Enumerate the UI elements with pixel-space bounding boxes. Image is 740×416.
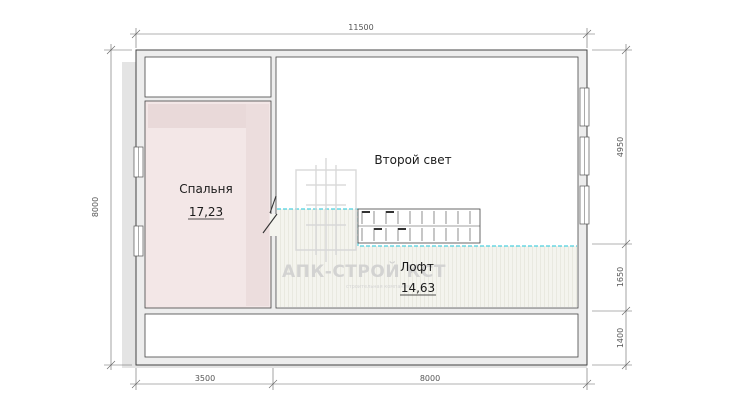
dim-right-top: 4950 bbox=[616, 137, 625, 157]
dim-top-total: 11500 bbox=[348, 23, 373, 32]
staircase bbox=[357, 208, 481, 244]
watermark: АПК-СТРОЙ КСТ строительная компания bbox=[282, 158, 446, 290]
stair-dash bbox=[386, 211, 394, 213]
dim-bottom-right: 8000 bbox=[420, 374, 440, 383]
watermark-brand: АПК-СТРОЙ КСТ bbox=[282, 260, 446, 282]
second-light-name: Второй свет bbox=[374, 153, 451, 167]
watermark-logo bbox=[295, 158, 357, 262]
stair-dash bbox=[374, 228, 382, 230]
dimension-lines bbox=[104, 28, 632, 390]
bottom-corridor bbox=[144, 313, 579, 358]
bedroom-door-gap bbox=[270, 214, 277, 236]
dim-right-mid: 1650 bbox=[616, 267, 625, 287]
bedroom-door-leaf bbox=[262, 213, 278, 234]
bedroom-door-leaf-2 bbox=[269, 195, 277, 214]
stair-dash bbox=[362, 211, 370, 213]
loft-floor bbox=[277, 209, 577, 307]
dim-right-bottom: 1400 bbox=[616, 328, 625, 348]
loft-area: 14,63 bbox=[401, 281, 435, 295]
stair-dash bbox=[398, 228, 406, 230]
storage-top-left bbox=[144, 56, 272, 98]
bedroom-tint-right bbox=[246, 104, 269, 306]
bedroom-area: 17,23 bbox=[189, 205, 223, 219]
loft-name: Лофт bbox=[400, 260, 434, 274]
bedroom-name: Спальня bbox=[179, 182, 232, 196]
dim-left-total: 8000 bbox=[91, 197, 100, 217]
watermark-tagline: строительная компания bbox=[346, 284, 410, 290]
dim-bottom-left: 3500 bbox=[195, 374, 215, 383]
